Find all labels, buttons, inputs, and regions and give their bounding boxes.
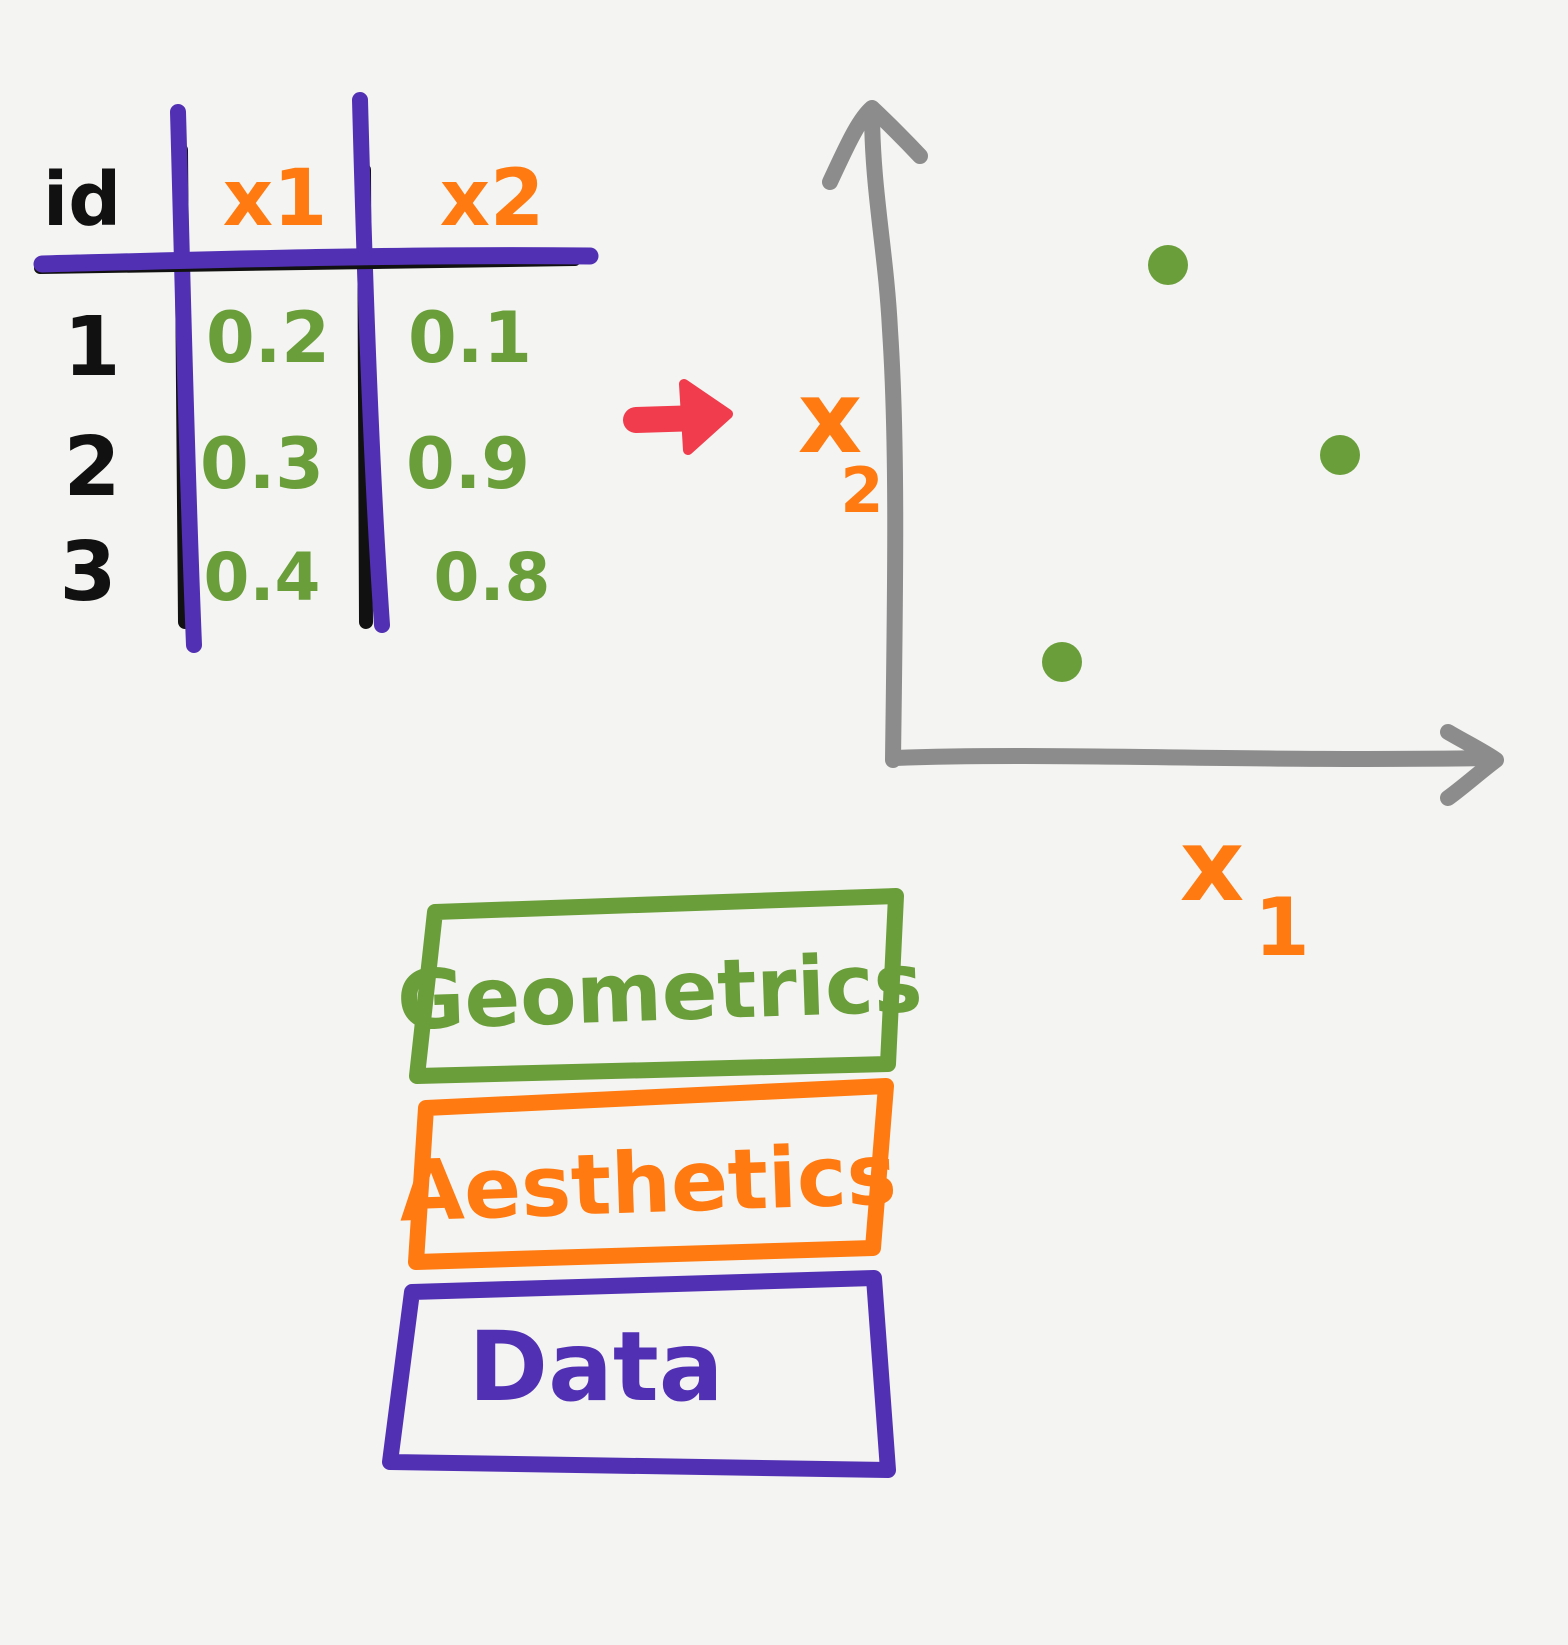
table-cell-x2-1: 0.1 bbox=[408, 297, 532, 379]
table-cell-x2-3: 0.8 bbox=[434, 539, 551, 616]
table-header-x1: x1 bbox=[223, 154, 328, 244]
transform-arrow bbox=[623, 379, 733, 455]
x-axis-arrowhead bbox=[1440, 724, 1504, 806]
scatter-point-2 bbox=[1148, 245, 1188, 285]
y-axis-arrowhead bbox=[822, 100, 928, 190]
y-axis-label-subscript: 2 bbox=[840, 454, 883, 527]
table-column-divider-2 bbox=[352, 92, 390, 633]
table-cell-id-3: 3 bbox=[59, 525, 116, 620]
x-axis-label: x bbox=[1180, 807, 1245, 924]
table-header-id: id bbox=[43, 157, 121, 243]
arrow-head bbox=[679, 379, 733, 455]
data-table: id x1 x2 1 0.2 0.1 2 0.3 0.9 3 0.4 0.8 bbox=[33, 92, 599, 653]
aesthetics-label: Aesthetics bbox=[397, 1125, 898, 1240]
y-axis-label: x bbox=[798, 359, 863, 476]
table-cell-x1-1: 0.2 bbox=[206, 297, 330, 379]
scatter-plot: x 2 x 1 bbox=[798, 100, 1504, 974]
table-cell-x2-2: 0.9 bbox=[406, 423, 530, 505]
data-box bbox=[382, 1270, 896, 1478]
grammar-layer-stack: Geometrics Aesthetics Data bbox=[382, 888, 924, 1478]
y-axis-line bbox=[864, 102, 904, 768]
table-cell-id-2: 2 bbox=[63, 420, 120, 515]
table-cell-x1-2: 0.3 bbox=[200, 423, 324, 505]
table-cell-x1-3: 0.4 bbox=[204, 539, 321, 616]
table-column-divider-1 bbox=[170, 104, 202, 653]
table-cell-id-1: 1 bbox=[63, 300, 120, 395]
table-header-divider bbox=[33, 247, 599, 273]
x-axis-line bbox=[887, 748, 1498, 767]
scatter-points bbox=[1042, 245, 1360, 682]
x-axis-label-subscript: 1 bbox=[1254, 881, 1310, 974]
aesthetics-box bbox=[408, 1078, 894, 1270]
scatter-point-1 bbox=[1042, 642, 1082, 682]
geometrics-box bbox=[409, 888, 904, 1084]
geometrics-label: Geometrics bbox=[395, 936, 923, 1049]
table-header-x2: x2 bbox=[440, 154, 545, 244]
scatter-point-3 bbox=[1320, 435, 1360, 475]
data-label: Data bbox=[468, 1311, 723, 1423]
